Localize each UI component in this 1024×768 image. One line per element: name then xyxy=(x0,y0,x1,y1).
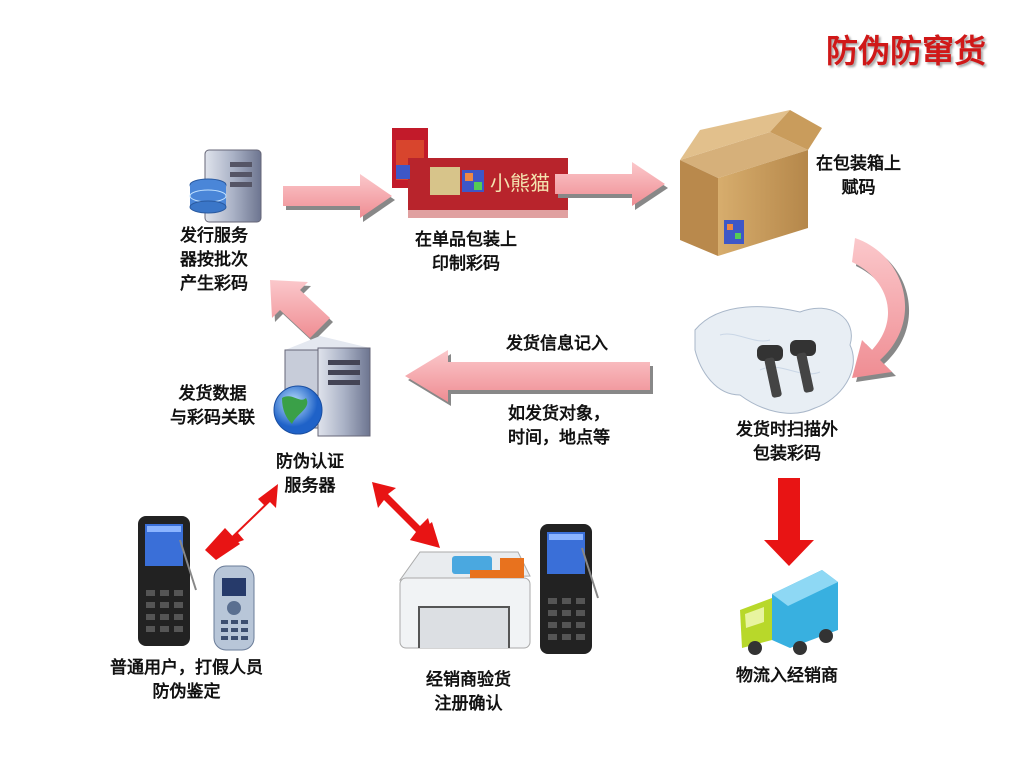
arrow-auth-to-issue xyxy=(270,280,333,342)
arrow-ship-info xyxy=(405,350,653,406)
verification-device-icon xyxy=(399,551,531,649)
arrow-dealer-auth xyxy=(372,482,440,548)
label-dealer: 经销商验货 注册确认 xyxy=(426,670,511,714)
truck-icon xyxy=(740,570,838,655)
cardboard-box-image xyxy=(680,110,822,256)
label-link-data: 发货数据 与彩码关联 xyxy=(170,384,255,428)
label-scan-box: 发货时扫描外 包装彩码 xyxy=(736,420,838,464)
label-logistics: 物流入经销商 xyxy=(736,666,838,686)
barcode-scanner-icon xyxy=(790,340,816,393)
map-scanner-image xyxy=(694,306,854,414)
mobile-phone-icon xyxy=(213,565,255,651)
arrow-scan-to-truck xyxy=(764,478,814,566)
label-auth-server: 防伪认证 服务器 xyxy=(276,452,344,496)
arrow-users-auth xyxy=(205,484,278,560)
label-ship-info: 发货信息记入 xyxy=(506,334,608,354)
arrow-server-to-product xyxy=(283,174,395,222)
label-box-code: 在包装箱上 赋码 xyxy=(816,154,901,198)
auth-server-icon xyxy=(273,336,371,437)
barcode-scanner-icon xyxy=(757,345,783,398)
label-users: 普通用户，打假人员 防伪鉴定 xyxy=(110,658,263,702)
arrow-product-to-box xyxy=(555,162,668,210)
product-brand-text: 小熊猫 xyxy=(490,171,550,195)
issue-server-icon xyxy=(189,149,262,223)
label-ship-info-detail: 如发货对象， 时间，地点等 xyxy=(508,404,610,448)
product-package-image xyxy=(392,128,568,218)
label-issue-server: 发行服务 器按批次 产生彩码 xyxy=(180,226,248,294)
page-title: 防伪防窜货 xyxy=(825,32,986,70)
arrow-box-to-scan xyxy=(852,238,910,382)
pda-device-icon xyxy=(138,516,197,646)
label-print-unit: 在单品包装上 印制彩码 xyxy=(415,230,517,274)
pda-device-icon xyxy=(540,524,599,654)
